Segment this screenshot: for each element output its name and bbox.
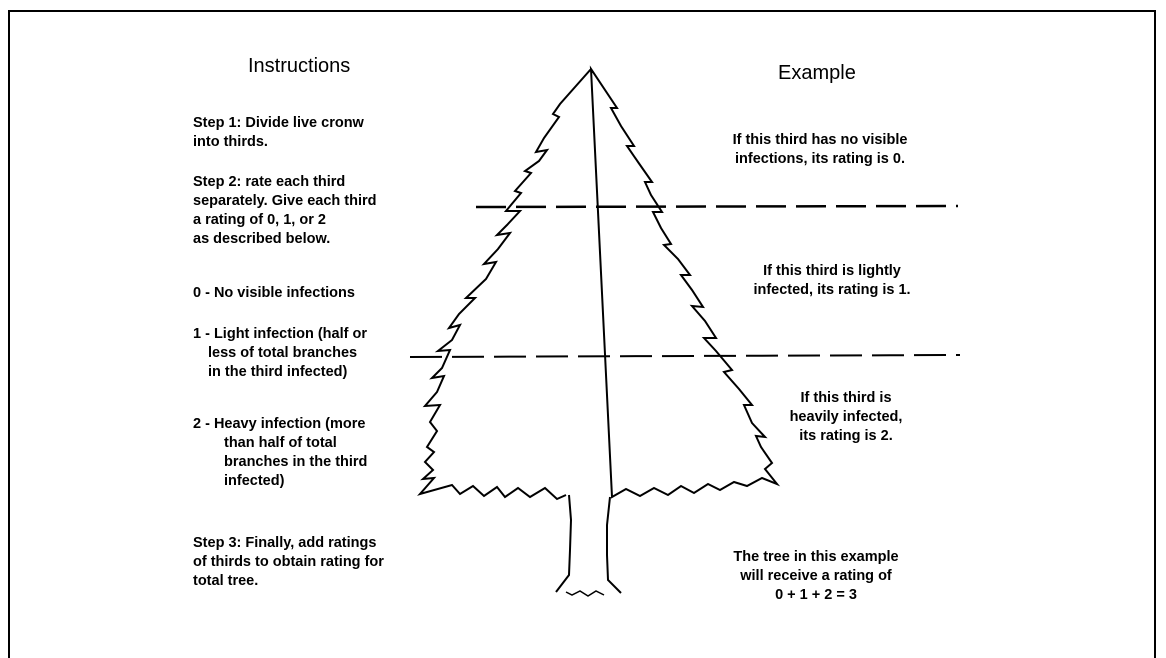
tree-crown [417,65,781,501]
example-middle-third: If this third is lightly infected, its r… [753,263,911,298]
example-top-third: If this third has no visible infections,… [732,132,908,167]
rating0-text: 0 - No visible infections [193,285,355,301]
rating1-text: less of total branches in the third infe… [208,345,358,380]
tree-trunk [555,494,622,594]
step2-text: Step 2: rate each third separately. Give… [193,174,377,247]
example-total: The tree in this example will receive a … [733,549,899,603]
example-heading: Example [778,62,856,84]
rating1-line1: 1 - Light infection (half or [193,326,367,342]
rating2-text: than half of total branches in the third… [224,435,368,489]
diagram-frame [8,10,1156,658]
example-bottom-third: If this third is heavily infected, its r… [789,390,903,444]
step3-text: Step 3: Finally, add ratings of thirds t… [193,535,384,589]
divider-top [475,204,959,209]
rating2-line1: 2 - Heavy infection (more [193,416,366,432]
trunk-base [565,590,605,597]
instructions-heading: Instructions [248,55,351,77]
divider-bottom [409,354,961,358]
step1-text: Step 1: Divide live cronw into thirds. [193,115,364,150]
